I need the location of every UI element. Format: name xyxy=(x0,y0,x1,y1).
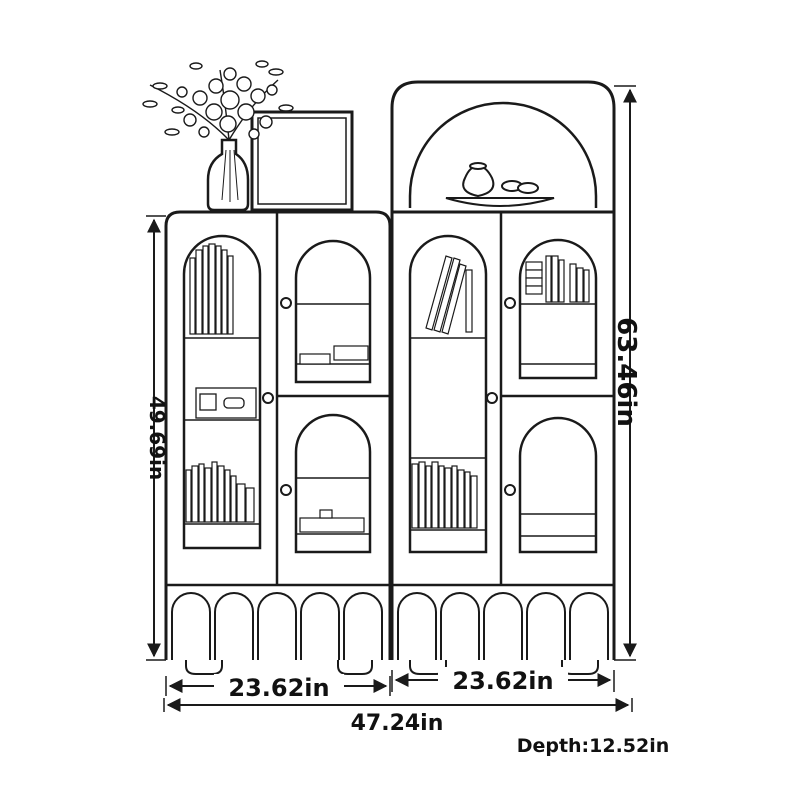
left-books-bottom xyxy=(185,461,255,523)
left-cabinet xyxy=(164,210,392,675)
flower-vase xyxy=(206,138,250,212)
right-books-top-leaning xyxy=(425,255,473,335)
total-height-label: 63.46in xyxy=(611,317,641,427)
left-lower-glass-panel xyxy=(294,413,372,554)
right-lower-knob xyxy=(504,484,516,496)
height-dimension-left: 49.69in xyxy=(145,215,169,661)
decor-bowl xyxy=(462,162,495,198)
left-door-knob xyxy=(262,392,274,404)
decor-plate xyxy=(445,180,555,207)
left-tall-glass-panel xyxy=(182,234,262,550)
width-dimension-right: 23.62in xyxy=(391,667,615,695)
right-door-knob xyxy=(486,392,498,404)
right-upper-books xyxy=(525,255,590,303)
left-lower-knob xyxy=(280,484,292,496)
left-books-top xyxy=(189,243,234,335)
left-lower-items xyxy=(299,509,365,533)
left-width-label: 23.62in xyxy=(228,674,329,702)
right-hutch xyxy=(390,80,616,212)
right-books-bottom xyxy=(411,461,478,529)
flower-bouquet xyxy=(142,60,294,141)
right-cabinet xyxy=(390,80,616,675)
total-width-label: 47.24in xyxy=(351,711,444,736)
left-upper-items xyxy=(299,345,369,365)
width-dimension-left: 23.62in xyxy=(165,674,391,702)
left-upper-glass-panel xyxy=(294,239,372,384)
width-dimension-total: 47.24in xyxy=(163,698,633,736)
right-lower-glass-panel xyxy=(518,416,598,554)
left-upper-knob xyxy=(280,297,292,309)
right-upper-glass-panel xyxy=(518,238,598,380)
right-upper-knob xyxy=(504,297,516,309)
height-dimension-total: 63.46in xyxy=(611,85,641,661)
left-box-middle xyxy=(195,387,257,419)
picture-frame xyxy=(250,110,354,212)
left-height-label: 49.69in xyxy=(145,396,169,480)
right-tall-glass-panel xyxy=(408,234,488,554)
left-base-arches xyxy=(171,592,383,660)
left-cabinet-feet xyxy=(185,660,373,675)
depth-label: Depth:12.52in xyxy=(517,735,670,757)
right-width-label: 23.62in xyxy=(452,667,553,695)
right-base-arches xyxy=(397,592,609,660)
hutch-arch-niche xyxy=(408,101,598,208)
